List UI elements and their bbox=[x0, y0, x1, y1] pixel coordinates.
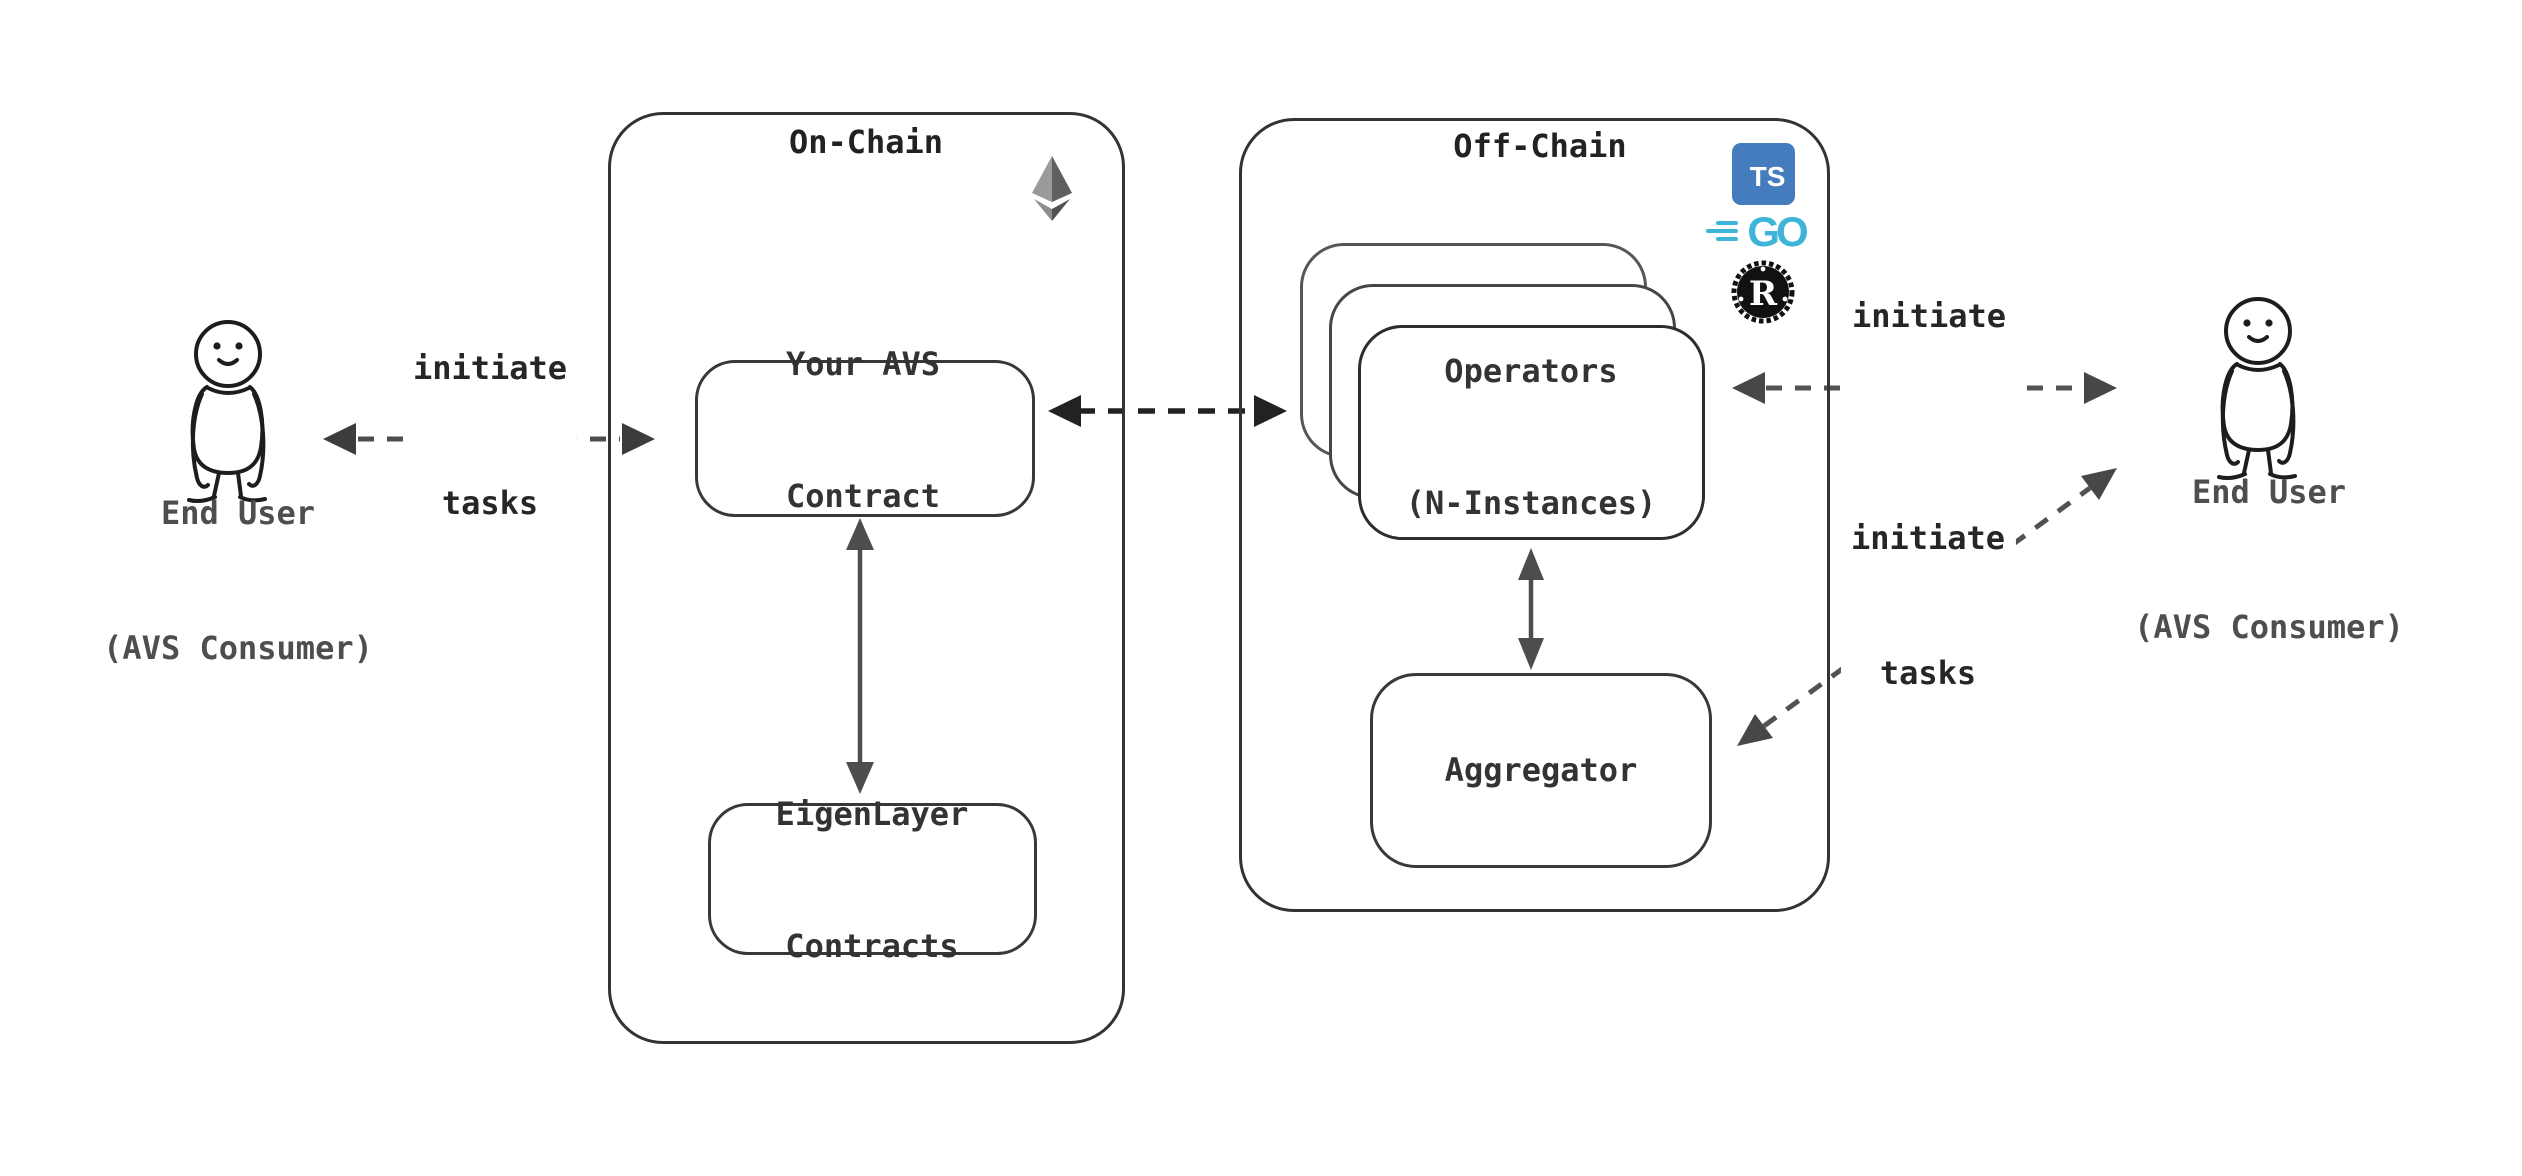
operators-aggregator-arrow bbox=[1518, 548, 1544, 670]
left-initiate-tasks-line1: initiate bbox=[412, 349, 568, 387]
operators-label-line1: Operators bbox=[1444, 352, 1618, 390]
onchain-offchain-arrow bbox=[1048, 395, 1287, 427]
aggregator-box bbox=[1370, 673, 1712, 868]
left-end-user-line1: End User bbox=[160, 494, 316, 532]
eigenlayer-contracts-label: EigenLayer Contracts bbox=[776, 704, 969, 1056]
left-initiate-tasks-line2: tasks bbox=[441, 484, 539, 522]
operators-label: Operators (N-Instances) bbox=[1406, 261, 1656, 613]
your-avs-contract-label: Your AVS Contract bbox=[786, 254, 940, 606]
your-avs-contract-label-line2: Contract bbox=[785, 477, 941, 515]
eigenlayer-label-line1: EigenLayer bbox=[775, 795, 969, 833]
your-avs-contract-box bbox=[695, 360, 1035, 517]
off-chain-title: Off-Chain bbox=[1453, 127, 1627, 165]
operators-label-line2: (N-Instances) bbox=[1405, 484, 1657, 522]
left-initiate-tasks-label: initiate tasks bbox=[402, 256, 578, 616]
left-end-user-label: End User (AVS Consumer) bbox=[103, 401, 373, 761]
eigenlayer-label-line2: Contracts bbox=[785, 927, 959, 965]
left-end-user-line2: (AVS Consumer) bbox=[103, 629, 373, 667]
rust-icon: R bbox=[1731, 260, 1795, 324]
on-chain-title: On-Chain bbox=[788, 123, 944, 161]
right-end-user-label: End User (AVS Consumer) bbox=[2134, 380, 2404, 740]
right-initiate-tasks-line1: initiate bbox=[1851, 297, 2007, 335]
aggregator-label: Aggregator bbox=[1444, 751, 1638, 789]
avs-eigenlayer-arrow bbox=[846, 518, 874, 794]
typescript-icon-text: TS bbox=[1749, 160, 1786, 192]
ethereum-icon bbox=[1032, 156, 1072, 221]
diagonal-initiate-tasks-line2: tasks bbox=[1879, 654, 1977, 692]
go-icon: GO bbox=[1738, 208, 1814, 255]
typescript-icon: TS bbox=[1732, 143, 1795, 205]
operators-card-front bbox=[1358, 325, 1705, 540]
off-chain-container bbox=[1239, 118, 1830, 912]
rust-logo-letter: R bbox=[1749, 274, 1778, 314]
go-speed-lines-icon bbox=[1706, 221, 1738, 241]
diagonal-initiate-tasks-line1: initiate bbox=[1850, 519, 2006, 557]
eigenlayer-contracts-box bbox=[708, 803, 1037, 955]
right-end-user-line2: (AVS Consumer) bbox=[2134, 608, 2404, 646]
go-icon-text: GO bbox=[1747, 208, 1808, 255]
right-end-user-line1: End User bbox=[2191, 473, 2347, 511]
your-avs-contract-label-line1: Your AVS bbox=[785, 345, 941, 383]
diagonal-initiate-tasks-label: initiate tasks bbox=[1840, 426, 2016, 786]
on-chain-container bbox=[608, 112, 1125, 1044]
